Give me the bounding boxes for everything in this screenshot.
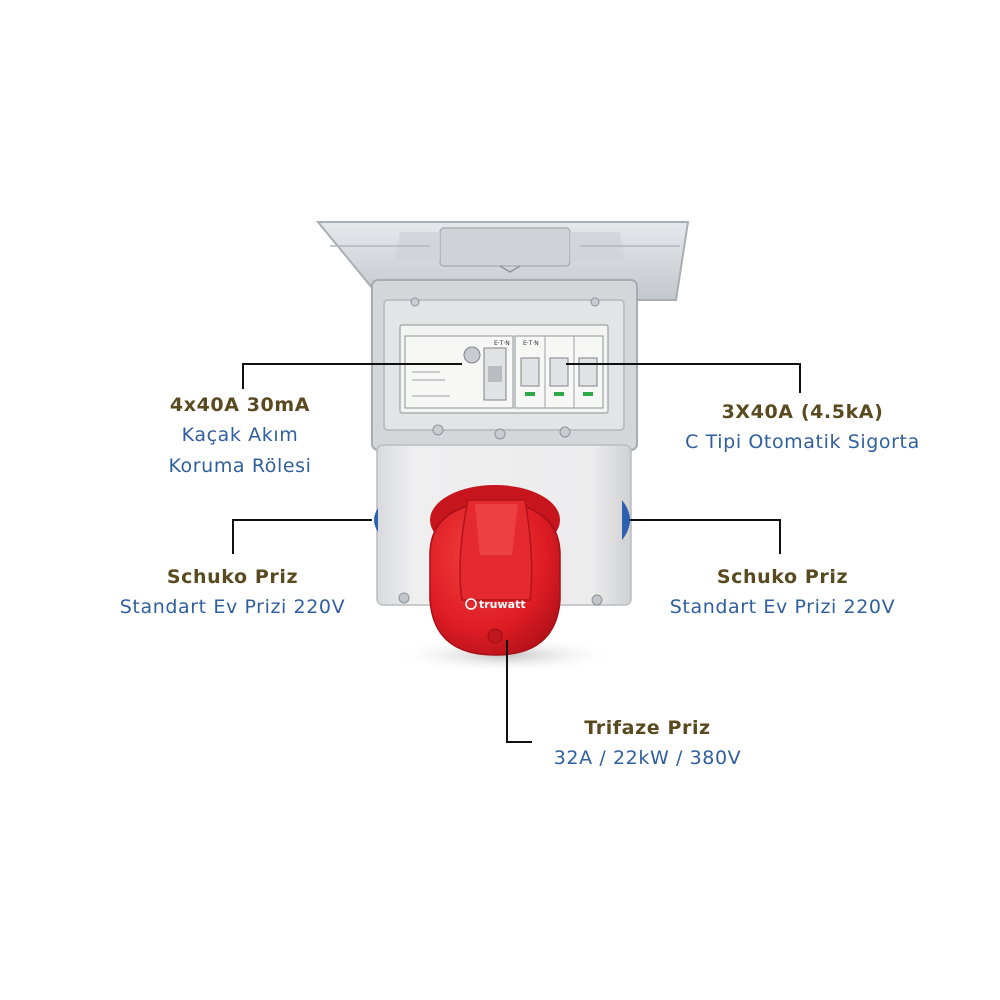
- trifaze-socket: [429, 485, 561, 656]
- rcd-line1: Kaçak Akım: [181, 424, 299, 446]
- trifaze-line1: 32A / 22kW / 380V: [553, 747, 742, 769]
- mcb-modules: [514, 335, 604, 409]
- rcd-line2: Koruma Rölesi: [168, 455, 312, 477]
- side-socket-right: [622, 500, 630, 540]
- mcb-line1: C Tipi Otomatik Sigorta: [685, 431, 920, 453]
- label-schuko-right: Schuko Priz Standart Ev Prizi 220V: [645, 562, 920, 623]
- label-trifaze: Trifaze Priz 32A / 22kW / 380V: [520, 713, 775, 774]
- schuko-left-title: Schuko Priz: [166, 566, 299, 588]
- rcd-title: 4x40A 30mA: [169, 394, 311, 416]
- schuko-right-line1: Standart Ev Prizi 220V: [669, 596, 896, 618]
- breaker-brand: E·T·N: [523, 340, 539, 347]
- label-rcd: 4x40A 30mA Kaçak Akım Koruma Rölesi: [140, 390, 340, 482]
- label-mcb: 3X40A (4.5kA) C Tipi Otomatik Sigorta: [655, 397, 950, 458]
- trifaze-title: Trifaze Priz: [584, 717, 711, 739]
- schuko-left-line1: Standart Ev Prizi 220V: [119, 596, 346, 618]
- mcb-title: 3X40A (4.5kA): [721, 401, 884, 423]
- schuko-right-title: Schuko Priz: [716, 566, 849, 588]
- truwatt-logo: truwatt: [479, 598, 526, 611]
- side-socket-left: [374, 508, 378, 532]
- truwatt-logo-mark: [465, 598, 477, 610]
- label-schuko-left: Schuko Priz Standart Ev Prizi 220V: [95, 562, 370, 623]
- breaker-brand: E·T·N: [494, 340, 510, 347]
